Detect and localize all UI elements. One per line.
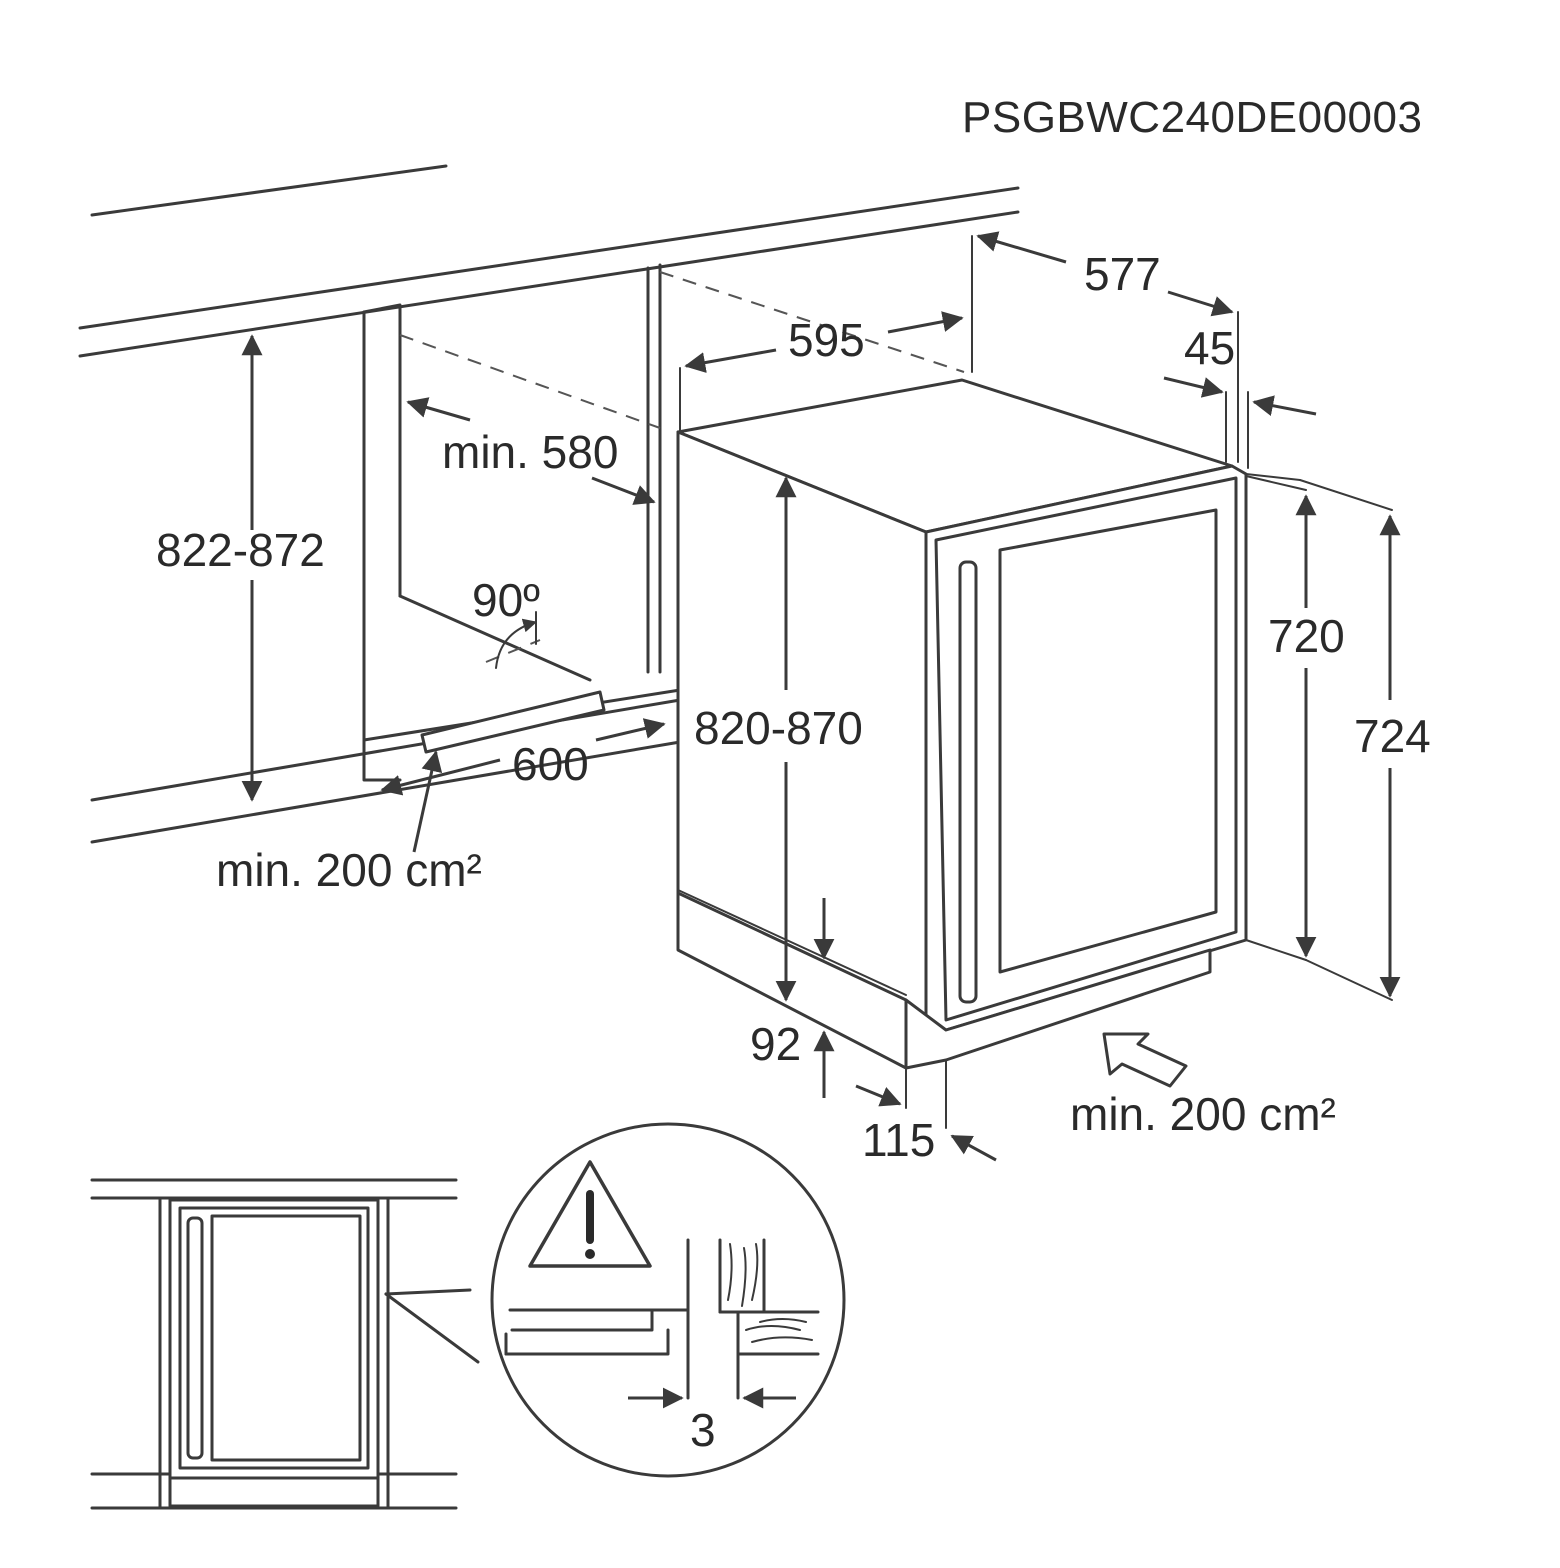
dim-niche-depth-label: min. 580 bbox=[442, 426, 618, 478]
dimension-lines bbox=[241, 231, 1401, 1162]
vent-rear-label: min. 200 cm² bbox=[216, 844, 482, 896]
dim-115-label: 115 bbox=[862, 1114, 935, 1166]
dimension-labels: 577 595 45 min. 580 822-872 90º 720 820-… bbox=[156, 248, 1431, 1166]
dim-92-label: 92 bbox=[750, 1018, 801, 1070]
wine-cooler-appliance bbox=[676, 378, 1301, 1070]
dim-720-label: 720 bbox=[1268, 610, 1345, 662]
dim-appliance-height-label: 820-870 bbox=[694, 702, 863, 754]
dim-577-label: 577 bbox=[1084, 248, 1161, 300]
dim-niche-height-label: 822-872 bbox=[156, 524, 325, 576]
gap-3-label: 3 bbox=[690, 1404, 716, 1456]
dim-600-label: 600 bbox=[512, 738, 589, 790]
dim-595-label: 595 bbox=[788, 314, 865, 366]
kitchen-niche bbox=[78, 164, 1020, 844]
vent-front-label: min. 200 cm² bbox=[1070, 1088, 1336, 1140]
door-angle-label: 90º bbox=[472, 574, 540, 626]
dim-724-label: 724 bbox=[1354, 710, 1431, 762]
detail-callout: 3 bbox=[490, 1122, 846, 1478]
warning-triangle-icon bbox=[528, 1160, 652, 1268]
model-code: PSGBWC240DE00003 bbox=[962, 93, 1422, 142]
dim-45-label: 45 bbox=[1184, 322, 1235, 374]
front-view bbox=[90, 1178, 480, 1510]
